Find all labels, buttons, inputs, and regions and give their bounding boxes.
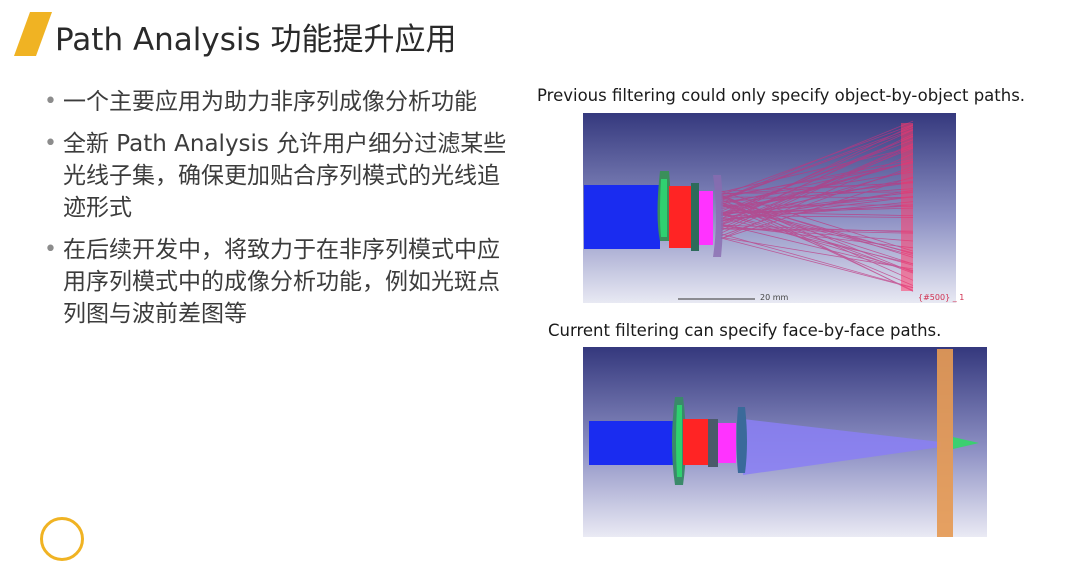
- bullet-list: • 一个主要应用为助力非序列成像分析功能 • 全新 Path Analysis …: [44, 86, 514, 340]
- bullet-item: • 全新 Path Analysis 允许用户细分过滤某些光线子集，确保更加贴合…: [44, 128, 514, 224]
- bullet-dot-icon: •: [44, 86, 57, 118]
- bullet-text: 全新 Path Analysis 允许用户细分过滤某些光线子集，确保更加贴合序列…: [63, 131, 506, 221]
- company-logo-icon: [40, 517, 84, 561]
- bottom-figure-caption: Current filtering can specify face-by-fa…: [548, 321, 941, 340]
- bullet-dot-icon: •: [44, 128, 57, 160]
- title-accent-bar: [14, 12, 52, 56]
- bullet-item: • 一个主要应用为助力非序列成像分析功能: [44, 86, 514, 118]
- bullet-text: 在后续开发中，将致力于在非序列模式中应用序列模式中的成像分析功能，例如光斑点列图…: [63, 237, 500, 327]
- slide-title: Path Analysis 功能提升应用: [55, 14, 457, 59]
- face-by-face-raytrace-image: [583, 347, 987, 537]
- bullet-item: • 在后续开发中，将致力于在非序列模式中应用序列模式中的成像分析功能，例如光斑点…: [44, 234, 514, 330]
- ray-count-tag: {#500} _ 1: [918, 293, 964, 302]
- top-figure-caption: Previous filtering could only specify ob…: [537, 86, 1025, 105]
- scale-bar-label: 20 mm: [760, 293, 788, 302]
- object-by-object-raytrace-image: [583, 113, 956, 303]
- bullet-text: 一个主要应用为助力非序列成像分析功能: [63, 89, 477, 115]
- bullet-dot-icon: •: [44, 234, 57, 266]
